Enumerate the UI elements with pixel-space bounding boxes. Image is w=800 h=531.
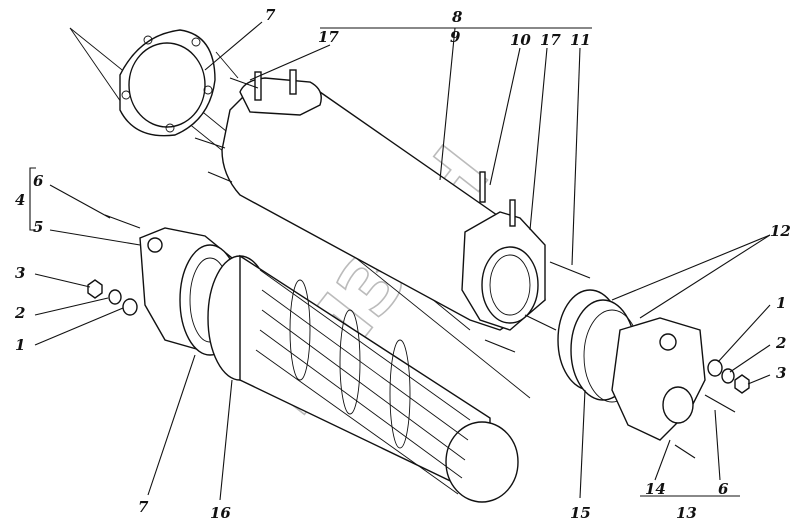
label-15: 15	[570, 504, 591, 522]
right-cover	[611, 317, 736, 459]
label-5: 5	[33, 218, 43, 236]
label-14: 14	[645, 480, 666, 498]
label-2-right: 2	[775, 334, 786, 352]
tube-bundle	[207, 254, 519, 503]
cooler-housing	[221, 69, 546, 331]
label-13: 13	[676, 504, 697, 522]
label-10: 10	[510, 31, 531, 49]
gasket-top	[119, 29, 216, 137]
label-8: 8	[452, 8, 463, 26]
label-4: 4	[15, 191, 25, 209]
label-6-right: 6	[718, 480, 729, 498]
label-17-right: 17	[540, 31, 561, 49]
label-3-left: 3	[15, 264, 25, 282]
label-1-right: 1	[776, 294, 786, 312]
label-12: 12	[770, 222, 791, 240]
leader-lines	[29, 21, 771, 501]
label-9: 9	[450, 28, 461, 46]
housing-studs	[194, 77, 591, 353]
label-17-left: 17	[318, 28, 339, 46]
label-3-right: 3	[776, 364, 786, 382]
fasteners-left	[87, 279, 138, 316]
fasteners-right	[707, 359, 750, 394]
label-1-left: 1	[15, 336, 25, 354]
label-7-bottom: 7	[138, 498, 149, 516]
label-2-left: 2	[14, 304, 25, 322]
label-16: 16	[210, 504, 231, 522]
label-7-top: 7	[265, 6, 276, 24]
label-6-left: 6	[33, 172, 44, 190]
label-11: 11	[570, 31, 591, 49]
part-labels: 8 9 17 7 10 17 11 6 4 5 3 2 1 7 16 12 1 …	[14, 6, 791, 522]
